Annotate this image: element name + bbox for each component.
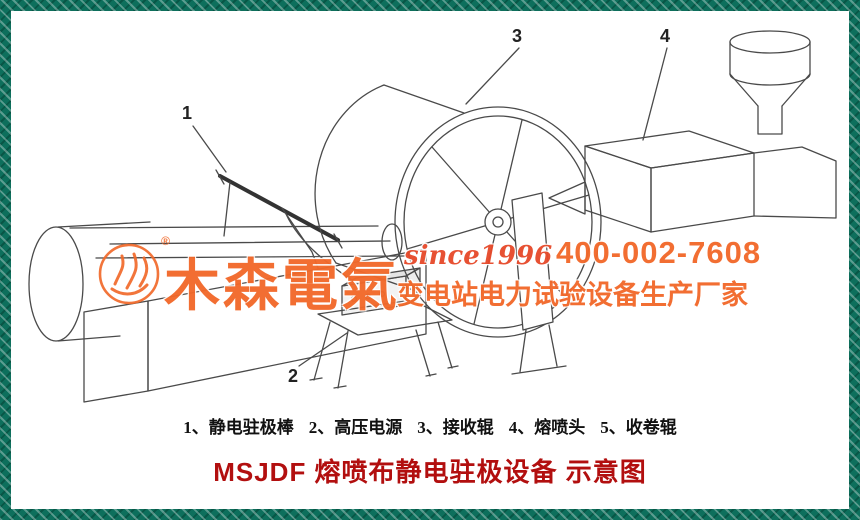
legend-caption: 1、静电驻极棒 2、高压电源 3、接收辊 4、熔喷头 5、收卷辊 (0, 413, 860, 438)
part-label-4: 4 (660, 26, 671, 46)
hopper (729, 30, 811, 135)
melt-blown-head (548, 130, 755, 233)
legend-item-4: 4、熔喷头 (508, 418, 586, 437)
legend-item-5: 5、收卷辊 (600, 418, 677, 437)
leader-line-4 (642, 47, 668, 141)
receiving-drum (314, 84, 602, 338)
end-roller (381, 223, 403, 261)
diagram-title: MSJDF 熔喷布静电驻极设备 示意图 (213, 457, 647, 487)
part-label-2: 2 (288, 366, 299, 386)
hv-wire (285, 213, 359, 285)
extruder-body (753, 146, 837, 219)
legend-item-1: 1、静电驻极棒 (183, 418, 294, 437)
leader-line-1 (192, 125, 227, 173)
legend-item-2: 2、高压电源 (308, 418, 403, 437)
drum-support (511, 192, 567, 375)
legend-item-3: 3、接收辊 (417, 418, 494, 437)
leader-line-2 (298, 332, 348, 367)
leader-line-3 (465, 47, 520, 105)
electret-rod (215, 169, 343, 269)
power-supply-box (341, 267, 421, 316)
equipment-stand (309, 299, 459, 389)
conveyor-body (57, 221, 427, 403)
winding-roller (28, 226, 84, 342)
part-label-3: 3 (512, 26, 523, 46)
part-label-1: 1 (182, 103, 193, 123)
